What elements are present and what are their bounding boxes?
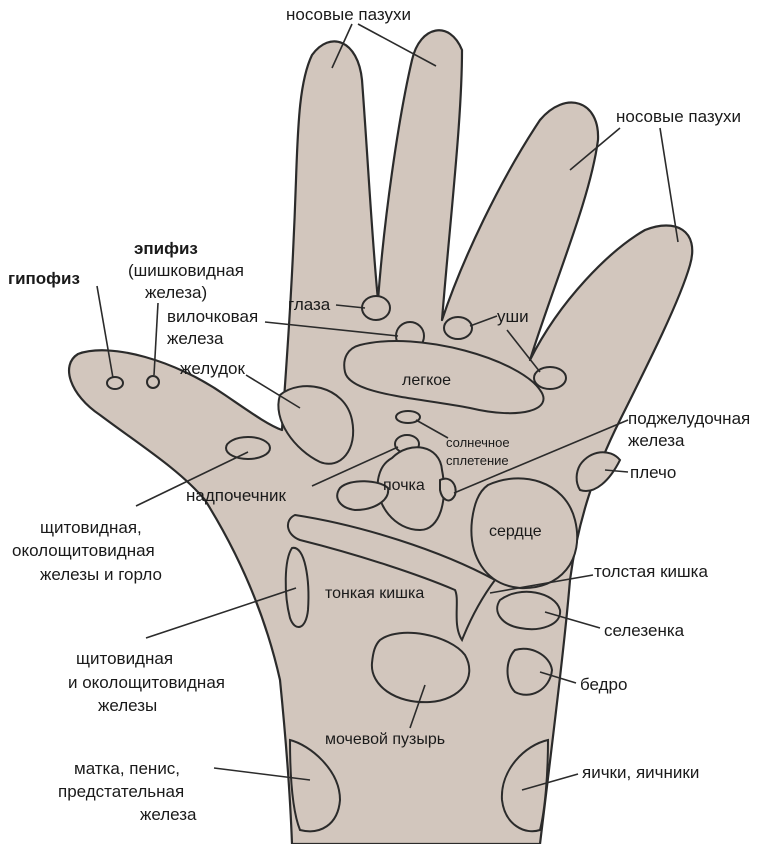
label-thymus-2: железа (167, 329, 224, 348)
leader-uterus (213, 767, 311, 781)
label-adrenal: надпочечник (186, 486, 287, 505)
label-thyroid-2a: щитовидная (76, 649, 173, 668)
leader-spleen (544, 611, 601, 629)
zone-kidney-left (336, 480, 390, 512)
leader-pancreas (453, 419, 629, 494)
label-sinuses-top: носовые пазухи (286, 5, 411, 24)
leader-eyes (335, 304, 366, 309)
label-sinuses-right: носовые пазухи (616, 107, 741, 126)
leader-ears-2 (506, 329, 541, 373)
label-small-intestine: тонкая кишка (325, 585, 424, 602)
label-kidney: почка (383, 477, 425, 494)
label-epiphysis-2: (шишковидная (128, 261, 244, 280)
zone-thumb-base (225, 436, 271, 460)
zone-thyroid-2 (284, 546, 310, 628)
label-pituitary: гипофиз (8, 269, 80, 288)
label-uterus-3: железа (140, 805, 197, 824)
label-eyes: глаза (288, 295, 331, 314)
label-heart: сердце (489, 523, 542, 540)
leader-pituitary (96, 285, 114, 379)
zone-kidney (376, 446, 445, 532)
label-large-intestine: толстая кишка (594, 562, 708, 581)
leader-adrenal (311, 446, 399, 487)
leader-solar (415, 419, 449, 439)
leader-testes (521, 773, 579, 791)
label-hip: бедро (580, 675, 627, 694)
label-spleen: селезенка (604, 621, 685, 640)
leader-large-intestine (489, 574, 594, 594)
label-thyroid-2b: и околощитовидная (68, 673, 225, 692)
label-uterus-2: предстательная (58, 782, 184, 801)
zone-small-intestine (287, 513, 497, 643)
zone-solar-plexus (395, 410, 421, 424)
leader-sinuses-left (331, 23, 353, 69)
zone-epiphysis (146, 375, 160, 389)
zone-bladder (370, 631, 471, 704)
leader-thyroid-1 (135, 451, 249, 507)
label-ears: уши (497, 307, 529, 326)
label-epiphysis-3: железа) (145, 283, 207, 302)
zone-ears (443, 316, 473, 340)
leader-sinuses-mid (357, 23, 437, 67)
label-thyroid-2c: железы (98, 696, 157, 715)
zone-testes (500, 738, 550, 833)
leader-hip (539, 671, 577, 684)
label-testes: яички, яичники (582, 763, 699, 782)
label-thymus-1: вилочковая (167, 307, 258, 326)
zone-pancreas (439, 477, 457, 502)
zone-shoulder (575, 451, 622, 492)
zone-heart (470, 477, 579, 590)
label-pancreas-2: железа (628, 431, 685, 450)
label-thyroid-1c: железы и горло (40, 565, 162, 584)
leader-stomach (245, 374, 301, 409)
label-solar-2: сплетение (446, 453, 509, 468)
leader-bladder (409, 684, 426, 729)
leader-epiphysis (153, 302, 159, 376)
label-lung: легкое (402, 372, 451, 389)
leader-thyroid-2 (145, 587, 297, 639)
leader-ears (469, 315, 498, 327)
leader-sinuses-right1 (569, 127, 621, 171)
zone-lung (343, 340, 545, 415)
label-pancreas-1: поджелудочная (628, 409, 750, 428)
label-solar-1: солнечное (446, 435, 510, 450)
leader-sinuses-right2 (659, 127, 679, 243)
zone-eyes (361, 295, 391, 321)
leader-shoulder (604, 469, 629, 473)
zone-ear-right (533, 366, 567, 390)
label-thyroid-1b: околощитовидная (12, 541, 155, 560)
label-epiphysis-1: эпифиз (134, 239, 198, 258)
zone-large-intestine (496, 590, 562, 630)
leader-thymus (264, 321, 399, 337)
label-thyroid-1a: щитовидная, (40, 518, 142, 537)
zone-hip (506, 647, 554, 696)
label-stomach: желудок (180, 359, 245, 378)
label-bladder: мочевой пузырь (325, 731, 445, 748)
zone-pituitary (106, 376, 124, 390)
hand-outline (68, 29, 694, 844)
label-uterus-1: матка, пенис, (74, 759, 180, 778)
zone-uterus (288, 738, 342, 833)
label-shoulder: плечо (630, 463, 676, 482)
